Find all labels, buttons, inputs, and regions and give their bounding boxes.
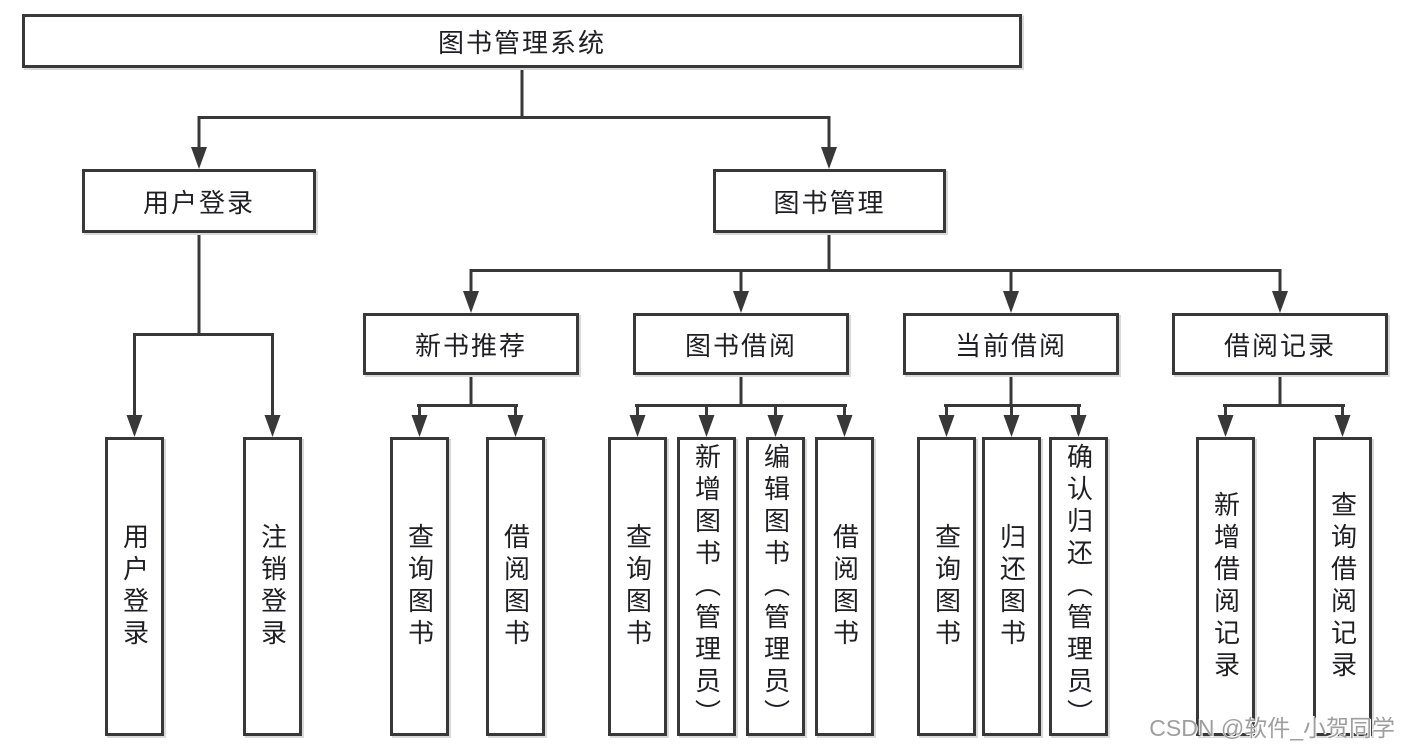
node-label: 编辑图书（管理员） — [760, 442, 791, 731]
node-library-management-system: 图书管理系统 — [22, 14, 1022, 68]
leaf-logout: 注销登录 — [243, 437, 302, 736]
node-label: 查询借阅记录 — [1327, 490, 1358, 683]
csdn-watermark: CSDN @软件_小贺同学 — [1149, 715, 1395, 741]
leaf-confirm-return-admin: 确认归还（管理员） — [1049, 437, 1108, 736]
node-current-borrowing: 当前借阅 — [903, 313, 1119, 375]
connector-paths — [133, 68, 1345, 420]
leaf-query-books: 查询图书 — [390, 437, 449, 736]
node-book-borrowing: 图书借阅 — [633, 313, 849, 375]
node-label: 新增借阅记录 — [1210, 490, 1241, 683]
leaf-query-books: 查询图书 — [917, 437, 976, 736]
node-label: 借阅图书 — [500, 522, 531, 651]
node-label: 用户登录 — [119, 522, 150, 651]
arrow-heads — [126, 147, 1351, 437]
node-user-login: 用户登录 — [82, 169, 316, 233]
leaf-add-borrow-record: 新增借阅记录 — [1196, 437, 1255, 736]
node-label: 注销登录 — [257, 522, 288, 651]
leaf-add-books-admin: 新增图书（管理员） — [677, 437, 736, 736]
leaf-edit-books-admin: 编辑图书（管理员） — [746, 437, 805, 736]
node-new-book-recommend: 新书推荐 — [363, 313, 579, 375]
node-label: 查询图书 — [931, 522, 962, 651]
node-label: 查询图书 — [622, 522, 653, 651]
node-label: 新增图书（管理员） — [691, 442, 722, 731]
leaf-borrow-books: 借阅图书 — [815, 437, 874, 736]
leaf-user-login: 用户登录 — [105, 437, 164, 736]
node-book-management: 图书管理 — [713, 169, 946, 233]
node-label: 借阅图书 — [829, 522, 860, 651]
node-label: 查询图书 — [404, 522, 435, 651]
node-borrow-records: 借阅记录 — [1172, 313, 1388, 375]
leaf-query-books: 查询图书 — [608, 437, 667, 736]
leaf-borrow-books: 借阅图书 — [486, 437, 545, 736]
leaf-return-books: 归还图书 — [982, 437, 1041, 736]
node-label: 确认归还（管理员） — [1063, 442, 1094, 731]
leaf-query-borrow-record: 查询借阅记录 — [1313, 437, 1372, 736]
node-label: 归还图书 — [996, 522, 1027, 651]
